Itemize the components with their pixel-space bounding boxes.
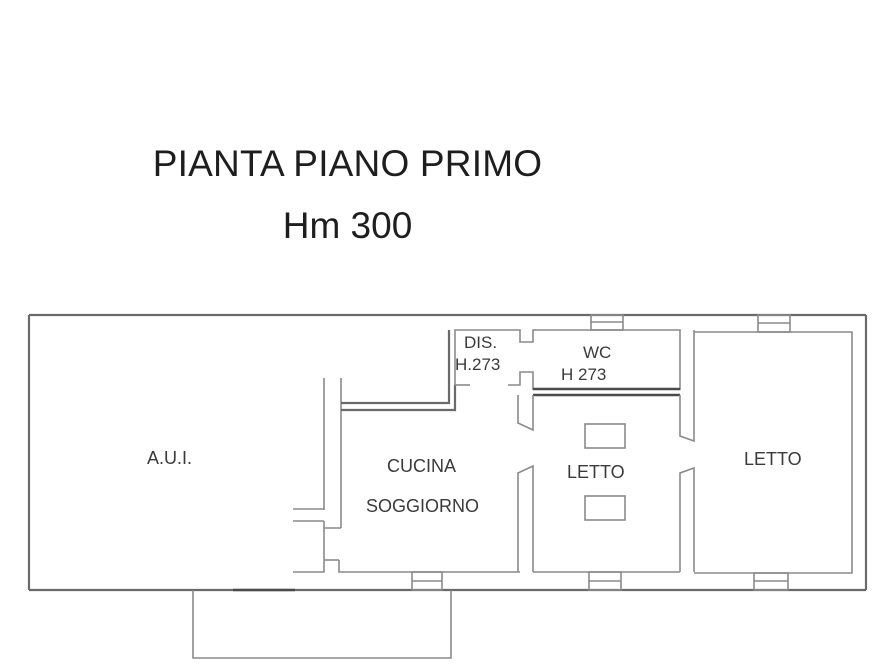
aui-partition bbox=[293, 378, 520, 591]
room-label-wc: WC bbox=[583, 343, 612, 362]
plan-title: PIANTA PIANO PRIMO bbox=[152, 143, 543, 184]
room-height-wc: H 273 bbox=[561, 365, 607, 384]
outer-walls bbox=[27, 313, 868, 592]
center-bedroom-walls bbox=[517, 330, 695, 591]
kitchen-top-wall bbox=[341, 330, 457, 412]
room-label-living: SOGGIORNO bbox=[366, 496, 480, 516]
room-label-bedroom-right: LETTO bbox=[744, 449, 802, 469]
room-label-kitchen: CUCINA bbox=[387, 456, 457, 476]
dis-wc-walls bbox=[454, 314, 681, 397]
plan-height-label: Hm 300 bbox=[282, 205, 413, 246]
room-label-bedroom-center: LETTO bbox=[567, 462, 625, 482]
room-label-dis: DIS. bbox=[464, 333, 498, 352]
room-height-dis: H.273 bbox=[455, 355, 501, 374]
balcony bbox=[192, 588, 452, 659]
room-label-aui: A.U.I. bbox=[147, 448, 193, 468]
right-bedroom-walls bbox=[694, 314, 853, 591]
